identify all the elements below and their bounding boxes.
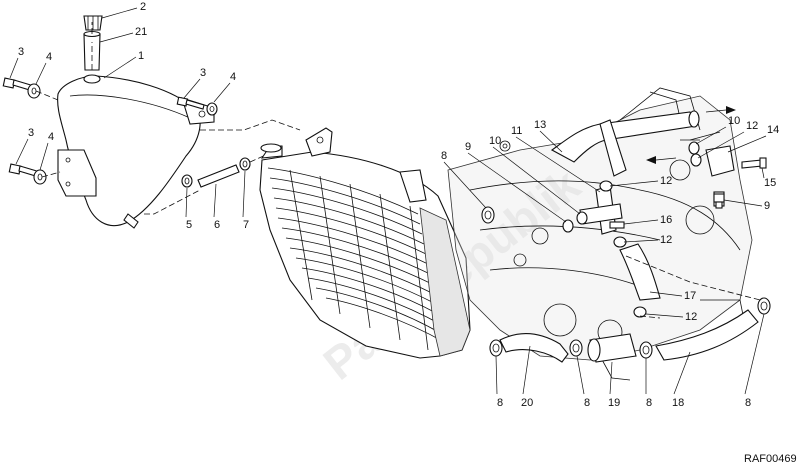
hose-clamp-12-c <box>633 306 647 318</box>
bolt-15 <box>741 157 767 169</box>
callout-4: 4 <box>46 51 52 63</box>
callout-7: 7 <box>243 219 249 231</box>
callout-9: 9 <box>764 200 770 212</box>
temperature-sensor <box>713 193 725 209</box>
expansion-tank-group <box>2 15 301 229</box>
callout-8: 8 <box>646 397 652 409</box>
callout-13: 13 <box>534 119 546 131</box>
hose-clamp-8-bottom-4 <box>757 297 771 315</box>
reference-code: RAF00469 <box>744 453 797 465</box>
upper-hose-13 <box>550 110 700 177</box>
callout-9: 9 <box>465 141 471 153</box>
callout-1: 1 <box>138 50 144 62</box>
callout-19: 19 <box>608 397 620 409</box>
callout-12: 12 <box>660 234 672 246</box>
hose-18 <box>655 309 759 361</box>
callout-21: 21 <box>135 26 147 38</box>
callout-8: 8 <box>497 397 503 409</box>
callout-12: 12 <box>746 120 758 132</box>
callout-2: 2 <box>140 1 146 13</box>
hose-clamp-10-right <box>688 141 700 155</box>
callout-8: 8 <box>584 397 590 409</box>
breather-hose <box>197 164 240 188</box>
callout-14: 14 <box>767 124 779 136</box>
hose-clamp-8-top <box>481 206 495 224</box>
leader-lines <box>9 7 767 395</box>
radiator-fins <box>267 167 445 351</box>
callout-15: 15 <box>764 177 776 189</box>
hose-clamp-5 <box>181 174 193 188</box>
hose-20 <box>499 333 569 363</box>
hose-clamp-9 <box>562 219 574 233</box>
hose-clamp-8-bottom-3 <box>639 341 653 359</box>
callout-11: 11 <box>511 125 522 137</box>
callout-3: 3 <box>200 67 206 79</box>
bolt-upper-right <box>176 96 205 110</box>
callout-20: 20 <box>521 397 533 409</box>
callout-3: 3 <box>28 127 34 139</box>
callout-3: 3 <box>18 46 24 58</box>
callout-17: 17 <box>684 290 696 302</box>
engine-block <box>447 87 753 381</box>
callout-4: 4 <box>230 71 236 83</box>
hose-clamp-8-bottom-1 <box>489 339 503 357</box>
callout-10: 10 <box>728 115 740 127</box>
callout-12: 12 <box>685 311 697 323</box>
washer-upper-right <box>206 102 218 116</box>
callout-6: 6 <box>214 219 220 231</box>
callout-18: 18 <box>672 397 684 409</box>
hose-clamp-12-d <box>690 153 702 167</box>
hose-clamp-8-bottom-2 <box>569 339 583 357</box>
callout-5: 5 <box>186 219 192 231</box>
callout-8: 8 <box>745 397 751 409</box>
washer-mid-left <box>33 169 47 185</box>
hose-clamp-7 <box>239 157 251 171</box>
tank-bracket <box>57 149 97 197</box>
callout-4: 4 <box>48 131 54 143</box>
hose-19 <box>587 333 637 363</box>
filler-cap <box>83 15 103 31</box>
callout-16: 16 <box>660 214 672 226</box>
hose-clamp-10 <box>576 211 588 225</box>
callout-10: 10 <box>489 135 501 147</box>
washer-upper-left <box>27 83 41 99</box>
callout-8: 8 <box>441 150 447 162</box>
radiator <box>259 127 471 359</box>
callout-12: 12 <box>660 175 672 187</box>
fitting-16 <box>609 221 625 229</box>
